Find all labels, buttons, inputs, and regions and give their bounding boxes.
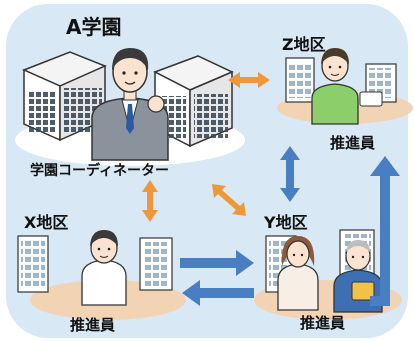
school-name: A学園: [66, 15, 121, 39]
arrow-y-to-x: [182, 280, 254, 306]
x-member-label: 推進員: [70, 316, 115, 334]
z-member-label: 推進員: [330, 134, 375, 152]
y-district-label: Y地区: [263, 213, 308, 232]
y-resident-woman-icon: [277, 236, 319, 311]
arrow-z-y: [280, 146, 300, 202]
z-district-label: Z地区: [282, 35, 326, 54]
arrow-y-z-elbow: [370, 156, 400, 306]
x-district-label: X地区: [24, 213, 68, 232]
arrow-x-to-y: [180, 250, 254, 276]
arrow-school-y: [212, 184, 246, 216]
z-resident-icon: [311, 48, 383, 125]
coordinator-label: 学園コーディネーター: [30, 162, 169, 179]
teacher-icon: [91, 48, 169, 161]
x-resident-icon: [81, 230, 127, 306]
y-member-label: 推進員: [300, 314, 345, 332]
x-buildings-icon: [17, 235, 173, 293]
arrow-school-z: [228, 72, 270, 88]
arrow-school-x: [142, 180, 158, 222]
